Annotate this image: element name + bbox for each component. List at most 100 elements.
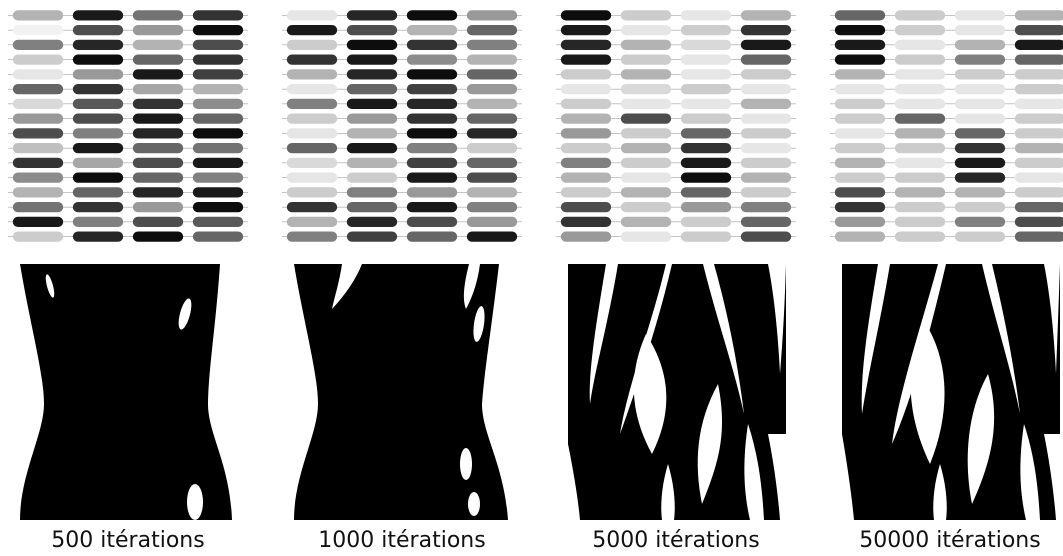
topology-5000 (568, 264, 786, 520)
raster-segment (406, 187, 458, 198)
raster-segment (560, 83, 612, 95)
raster-segment (72, 54, 124, 65)
raster-segment (954, 113, 1006, 124)
raster-segment (620, 216, 672, 228)
raster-segment (894, 83, 946, 95)
raster-segment (680, 69, 732, 80)
raster-segment (286, 39, 338, 51)
raster-segment (1014, 128, 1063, 139)
raster-segment (560, 24, 612, 36)
raster-segment (1014, 39, 1063, 51)
raster-segment (680, 201, 732, 213)
raster-segment (560, 216, 612, 228)
raster-segment (466, 39, 518, 51)
raster-segment (406, 142, 458, 154)
raster-segment (12, 187, 64, 198)
raster-segment (192, 142, 244, 154)
raster-segment (680, 39, 732, 51)
raster-segment (560, 231, 612, 242)
raster-segment (346, 113, 398, 124)
raster-segment (72, 142, 124, 154)
raster-segment (620, 113, 672, 124)
raster-segment (72, 39, 124, 51)
raster-segment (834, 24, 886, 36)
raster-segment (560, 98, 612, 110)
raster-segment (560, 54, 612, 65)
raster-segment (680, 113, 732, 124)
raster-segment (834, 83, 886, 95)
raster-segment (1014, 83, 1063, 95)
raster-segment (954, 172, 1006, 183)
raster-segment (834, 157, 886, 169)
raster-segment (1014, 54, 1063, 65)
raster-segment (620, 157, 672, 169)
raster-segment (346, 69, 398, 80)
raster-segment (740, 128, 792, 139)
raster-segment (132, 39, 184, 51)
raster-segment (286, 54, 338, 65)
raster-segment (560, 69, 612, 80)
raster-segment (466, 113, 518, 124)
raster-segment (192, 83, 244, 95)
raster-segment (1014, 172, 1063, 183)
raster-plot-1000 (282, 10, 522, 242)
raster-segment (72, 128, 124, 139)
raster-segment (286, 113, 338, 124)
raster-segment (406, 172, 458, 183)
raster-segment (406, 10, 458, 21)
raster-segment (132, 69, 184, 80)
raster-segment (466, 69, 518, 80)
raster-segment (132, 142, 184, 154)
raster-segment (894, 231, 946, 242)
raster-segment (680, 54, 732, 65)
raster-segment (286, 142, 338, 154)
raster-segment (1014, 157, 1063, 169)
raster-segment (346, 83, 398, 95)
raster-segment (740, 69, 792, 80)
raster-segment (132, 113, 184, 124)
raster-segment (1014, 216, 1063, 228)
raster-segment (620, 98, 672, 110)
raster-segment (192, 113, 244, 124)
raster-segment (346, 187, 398, 198)
raster-segment (286, 10, 338, 21)
raster-segment (894, 157, 946, 169)
raster-segment (12, 172, 64, 183)
raster-segment (680, 231, 732, 242)
raster-segment (346, 54, 398, 65)
raster-segment (406, 83, 458, 95)
raster-segment (740, 24, 792, 36)
raster-segment (286, 24, 338, 36)
raster-segment (1014, 24, 1063, 36)
raster-segment (560, 39, 612, 51)
raster-segment (740, 231, 792, 242)
raster-segment (132, 24, 184, 36)
raster-segment (286, 98, 338, 110)
panel-50000: 50000 itérations (830, 0, 1063, 556)
raster-segment (894, 142, 946, 154)
raster-segment (740, 54, 792, 65)
raster-segment (680, 216, 732, 228)
raster-segment (560, 187, 612, 198)
raster-segment (560, 172, 612, 183)
raster-segment (620, 24, 672, 36)
raster-segment (286, 69, 338, 80)
raster-segment (894, 187, 946, 198)
raster-segment (406, 69, 458, 80)
raster-segment (12, 231, 64, 242)
raster-segment (286, 201, 338, 213)
raster-segment (132, 172, 184, 183)
raster-segment (466, 157, 518, 169)
raster-segment (286, 83, 338, 95)
raster-segment (740, 201, 792, 213)
raster-segment (560, 10, 612, 21)
raster-segment (192, 172, 244, 183)
raster-segment (72, 24, 124, 36)
raster-segment (740, 216, 792, 228)
raster-segment (406, 113, 458, 124)
raster-segment (954, 187, 1006, 198)
raster-segment (346, 157, 398, 169)
topology-50000 (842, 264, 1060, 520)
panel-1000: 1000 itérations (282, 0, 522, 556)
raster-segment (406, 98, 458, 110)
